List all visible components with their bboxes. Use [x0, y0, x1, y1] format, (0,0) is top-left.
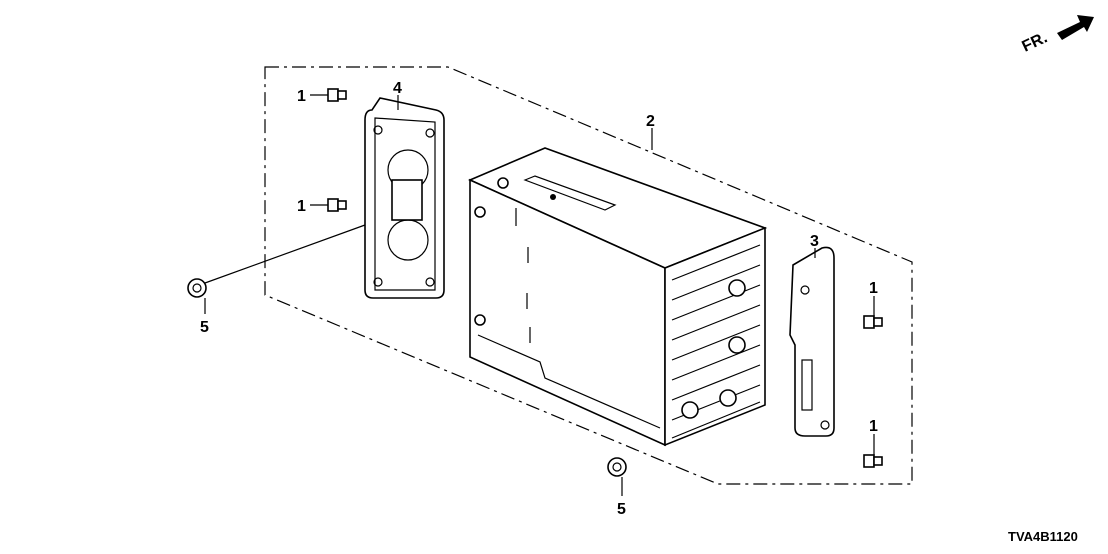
callout-1c: 1 [869, 280, 878, 297]
bolt-part-1d [863, 454, 883, 468]
callout-5b: 5 [617, 501, 626, 518]
callout-1a: 1 [297, 88, 306, 105]
callout-1b: 1 [297, 198, 306, 215]
callout-2: 2 [646, 113, 655, 130]
bracket-part-3 [789, 246, 835, 437]
assembly-outline [264, 66, 913, 485]
bolt-part-1b [327, 198, 347, 212]
nut-part-5a [187, 278, 207, 298]
front-arrow-icon [1057, 15, 1094, 40]
nut-part-5b [607, 457, 627, 477]
front-label: FR. [1020, 29, 1051, 55]
callout-5a: 5 [200, 319, 209, 336]
callout-3: 3 [810, 233, 819, 250]
audio-unit-part-2 [468, 147, 768, 447]
bracket-plate-part-4 [364, 97, 445, 299]
callout-1d: 1 [869, 418, 878, 435]
front-direction-indicator: FR. [1020, 15, 1094, 56]
leader-lines [204, 94, 875, 496]
diagram-code: TVA4B1120 [1008, 529, 1078, 544]
bolt-part-1c [863, 315, 883, 329]
bolt-part-1a [327, 88, 347, 102]
callout-4: 4 [393, 80, 402, 97]
